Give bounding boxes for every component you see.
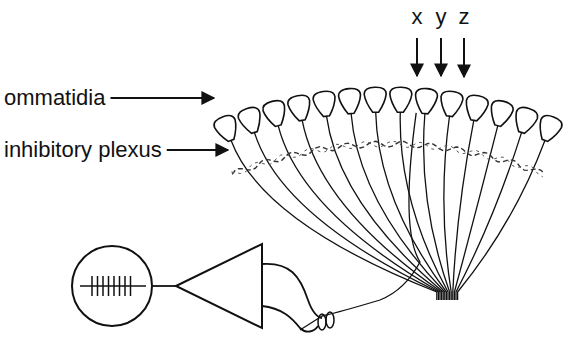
ommatidium [238,107,260,133]
ommatidium [416,88,438,113]
spike [108,276,110,296]
ommatidium [390,87,412,112]
ommatidium [441,91,463,116]
nerve-fiber [444,116,451,300]
point-label: z [459,6,470,28]
ommatidium [214,116,236,142]
pointer-arrow [110,97,214,99]
electrode-wire [262,306,318,332]
nerve-fiber [376,112,447,300]
ommatidium [288,95,310,121]
wire [152,285,176,287]
ommatidium [364,87,386,112]
nerve-fiber [351,114,445,301]
ommatidium [516,107,538,133]
pointer-arrow [416,38,418,76]
point-label: x [412,6,423,28]
point-label: y [436,6,447,28]
part-label: inhibitory plexus [4,139,162,161]
ommatidia-row [214,87,562,141]
spike [91,276,93,296]
pointer-arrow [463,38,465,77]
nerve-fibers [231,112,545,330]
nerve-fiber [424,114,450,301]
spike [113,276,115,296]
spike [102,276,104,296]
oscilloscope [72,246,152,326]
nerve-fiber [456,132,522,300]
ommatidium [339,88,361,113]
spike [124,276,126,296]
pointer-arrow [167,149,228,151]
ommatidium [466,95,488,121]
spike [130,276,132,296]
trace [80,285,146,287]
ommatidium [263,101,285,127]
inhibitory-plexus [232,141,544,174]
spike [119,276,121,296]
nerve-fiber [454,126,497,300]
spike-train [92,276,131,296]
spike [97,276,99,296]
ommatidium [491,101,513,127]
electrode-hook [318,314,326,330]
electrode-hook [326,312,334,328]
pointer-arrow [440,38,442,76]
ommatidium [540,116,562,142]
amplifier-symbol [176,244,262,328]
nerve-fiber [458,140,545,300]
electrode-wire [262,264,322,318]
ommatidium [313,91,335,116]
inhibitory-plexus [231,141,543,177]
part-label: ommatidia [4,87,105,109]
